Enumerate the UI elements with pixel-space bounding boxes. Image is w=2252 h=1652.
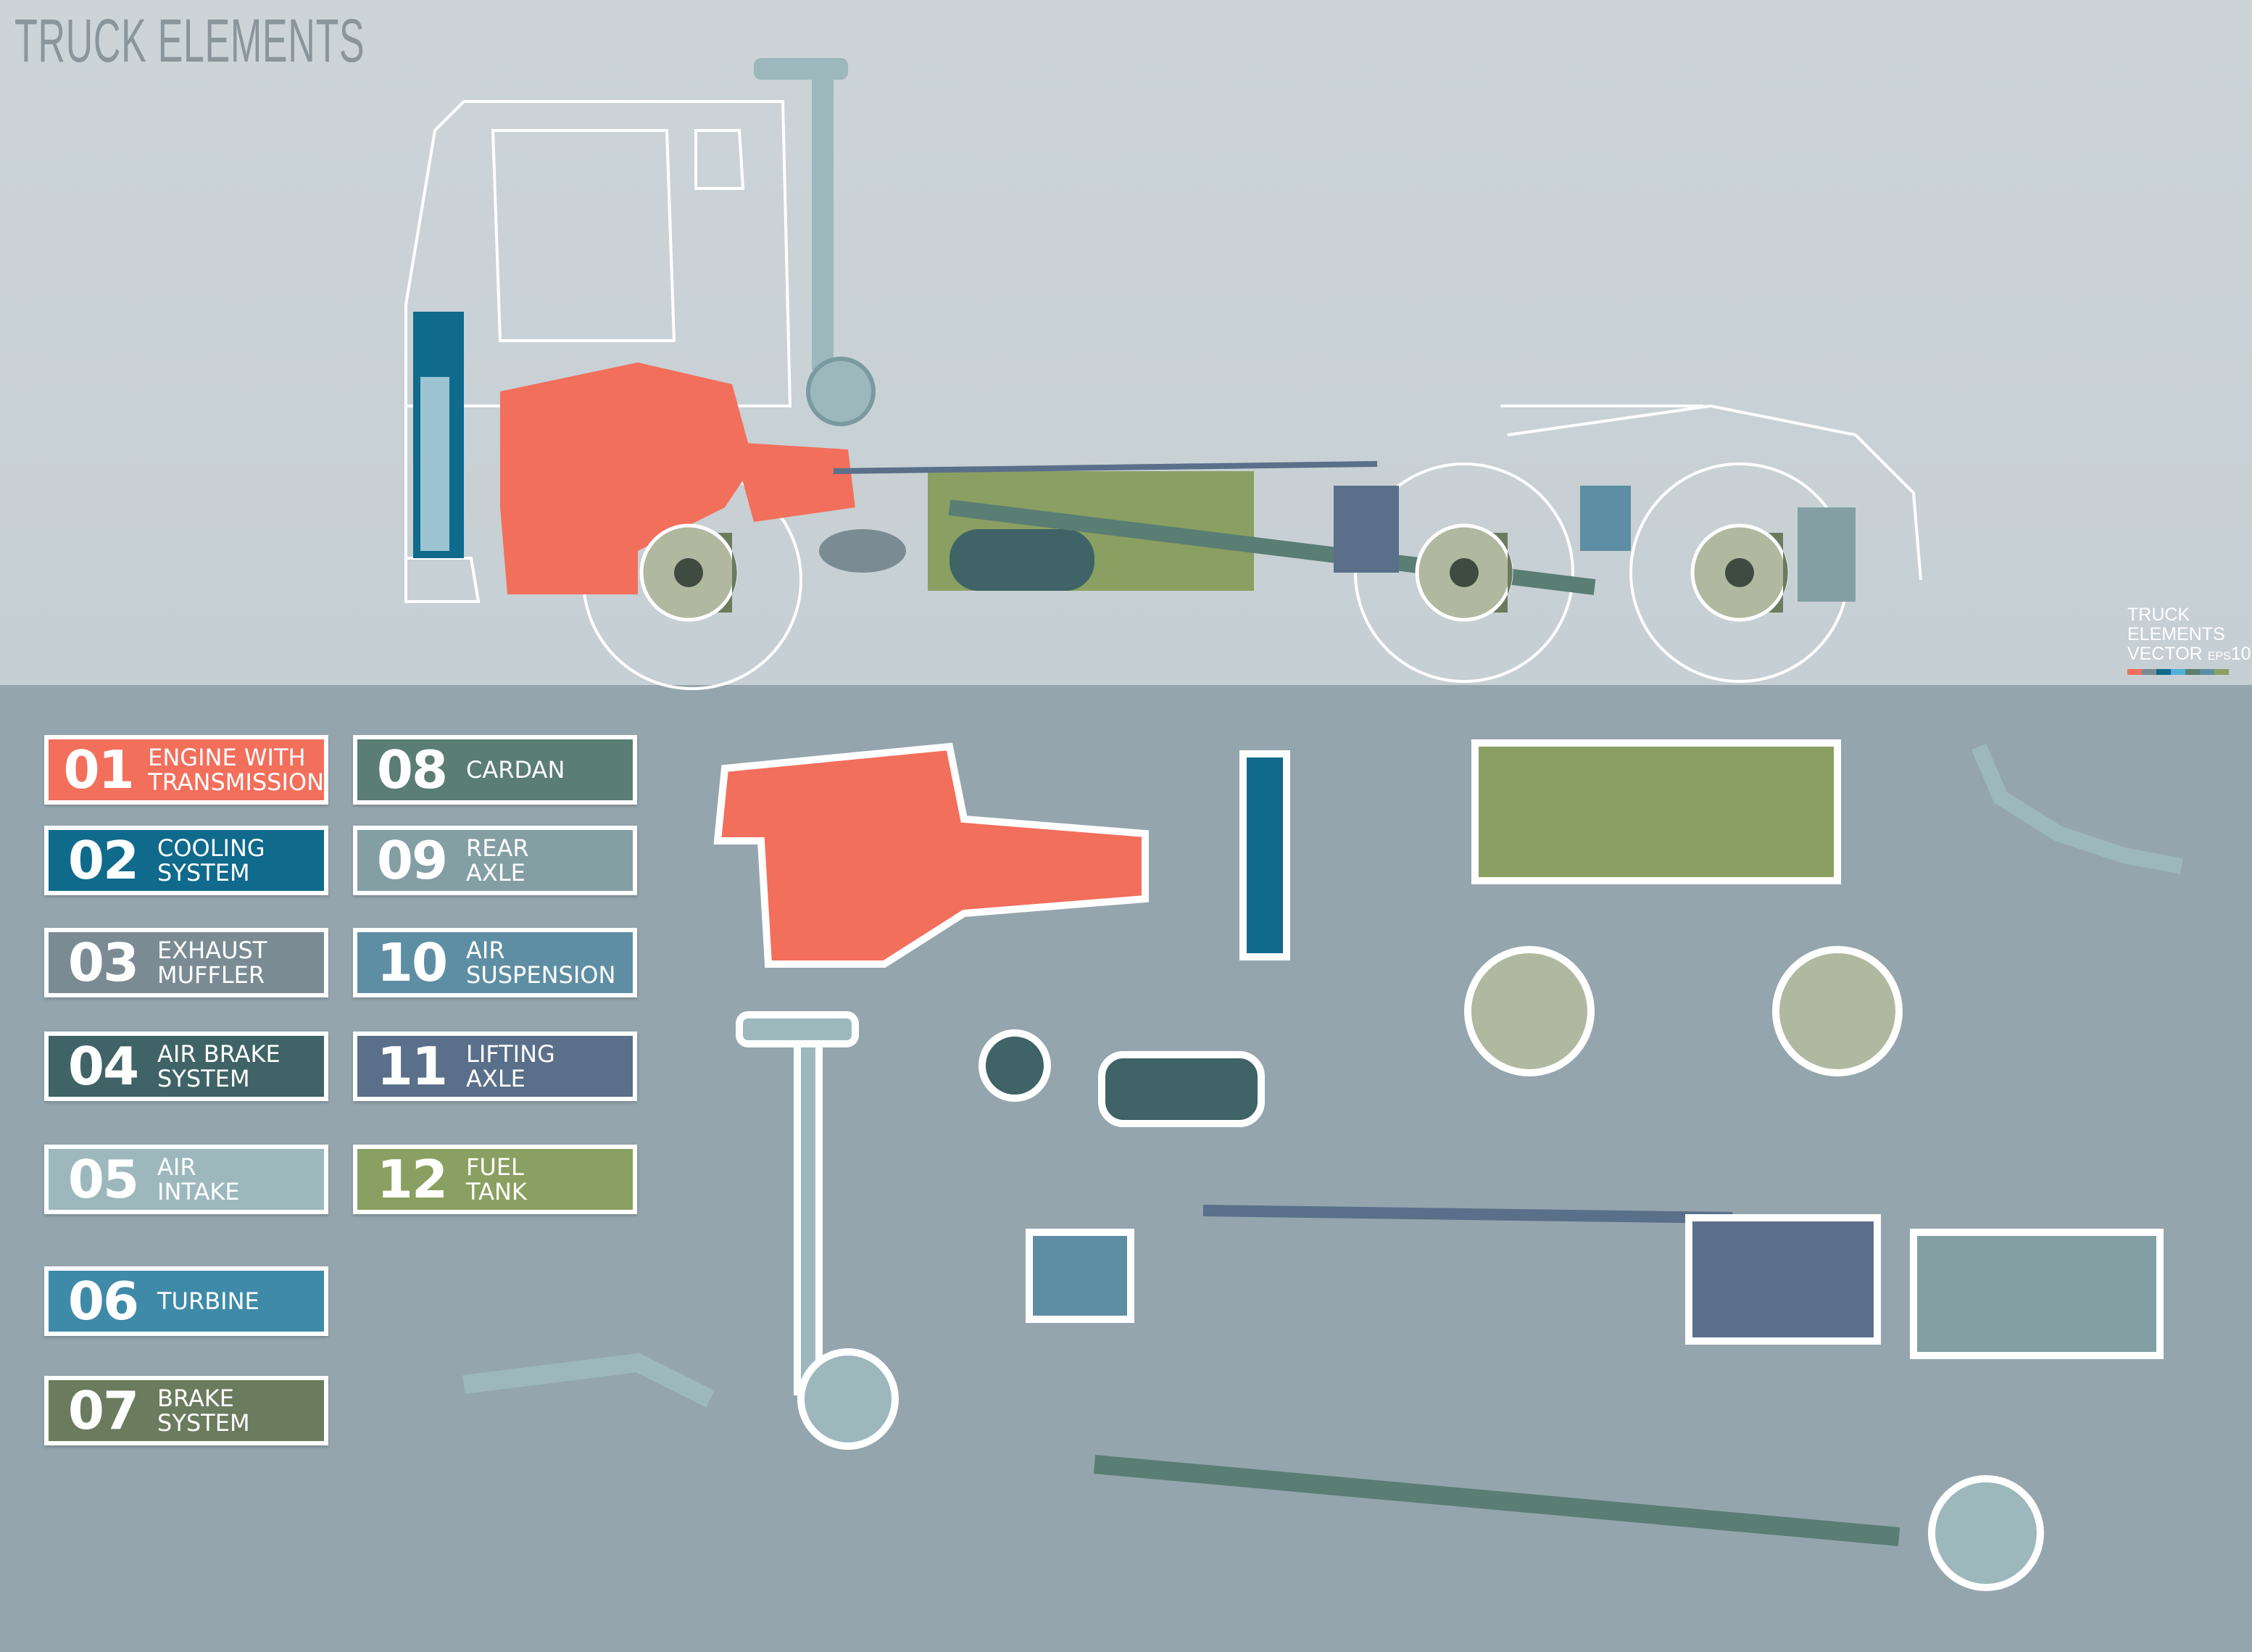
legend-item-03: 03 EXHAUST MUFFLER [44,928,328,997]
legend-number: 06 [67,1271,139,1332]
front-brake-disc [639,523,738,622]
badge-version: 10 [2230,644,2251,664]
part-cardan [1093,1455,1900,1546]
legend-label: AIR INTAKE [157,1153,240,1205]
legend-item-12: 12 FUEL TANK [353,1145,637,1214]
legend-item-07: 07 BRAKE SYSTEM [44,1376,328,1445]
legend-number: 03 [67,932,139,993]
air-suspension [1580,486,1631,551]
part-lifting-axle [1202,1205,1733,1224]
legend-number: 01 [63,739,134,800]
legend-label: ENGINE WITH TRANSMISSION [148,744,324,796]
part-turbine [797,1348,899,1450]
parts-exploded [462,739,2184,1591]
legend-item-05: 05 AIR INTAKE [44,1145,328,1214]
swatch [2171,669,2185,675]
legend-item-04: 04 AIR BRAKE SYSTEM [44,1032,328,1101]
legend-label: COOLING SYSTEM [157,834,265,887]
part-rear-axle [1910,1229,2164,1359]
swatch [2127,669,2142,675]
lifting-axle [1334,486,1399,573]
legend-number: 04 [67,1036,139,1097]
legend-label: LIFTING AXLE [466,1040,555,1092]
frame-rail [833,461,1378,474]
radiator-core [420,377,449,551]
legend-number: 02 [67,830,139,891]
legend-number: 05 [67,1149,139,1210]
legend-label: AIR BRAKE SYSTEM [157,1040,281,1092]
page-title: TRUCK ELEMENTS [14,7,365,75]
legend-item-06: 06 TURBINE [44,1266,328,1336]
swatch [2200,669,2214,675]
legend-label: FUEL TANK [466,1153,527,1205]
turbine-housing [806,357,876,426]
part-radiator [1239,750,1290,960]
color-swatches [2127,669,2251,675]
swatch [2156,669,2171,675]
part-exhaust-muffler [1971,743,2184,874]
rear-axle [1798,507,1856,602]
legend-item-11: 11 LIFTING AXLE [353,1032,637,1101]
rear-brake-disc-1 [1415,523,1513,622]
part-fuel-tank [1471,739,1841,884]
badge-eps: EPS [2207,650,2231,663]
vector-badge: TRUCK ELEMENTS VECTOR EPS10 [2127,605,2251,675]
legend-item-10: 10 AIR SUSPENSION [353,928,637,997]
swatch [2142,669,2156,675]
air-intake-top [754,58,848,80]
swatch [2214,669,2229,675]
legend-number: 11 [376,1036,448,1097]
legend-item-01: 01 ENGINE WITH TRANSMISSION [44,735,328,805]
swatch [2185,669,2200,675]
part-brake-disc-2 [1772,946,1903,1076]
legend-number: 12 [376,1149,448,1210]
legend-label: CARDAN [466,756,565,784]
air-intake-pipe [812,65,834,370]
legend-item-08: 08 CARDAN [353,735,637,805]
legend-number: 07 [67,1380,139,1441]
part-brake-disc-1 [1464,946,1595,1076]
legend-number: 08 [376,739,448,800]
legend-label: AIR SUSPENSION [466,937,616,989]
badge-line-2: ELEMENTS [2127,624,2225,644]
legend-item-02: 02 COOLING SYSTEM [44,826,328,895]
legend-number: 10 [376,932,448,993]
legend-label: BRAKE SYSTEM [157,1385,250,1437]
part-engine [713,742,1149,968]
part-air-brake [1098,1051,1265,1127]
air-tank [950,529,1094,591]
legend-label: TURBINE [157,1287,259,1315]
transmission [732,442,855,522]
badge-line-3: VECTOR [2127,644,2203,664]
exhaust-muffler [819,529,906,573]
part-air-suspension [1026,1229,1134,1323]
badge-line-1: TRUCK [2127,605,2190,625]
legend-label: EXHAUST MUFFLER [157,937,267,989]
engine-block [500,362,754,594]
rear-brake-disc-2 [1690,523,1789,622]
legend-number: 09 [376,830,448,891]
legend-item-09: 09 REAR AXLE [353,826,637,895]
legend-label: REAR AXLE [466,834,529,887]
part-air-intake [794,1026,823,1395]
